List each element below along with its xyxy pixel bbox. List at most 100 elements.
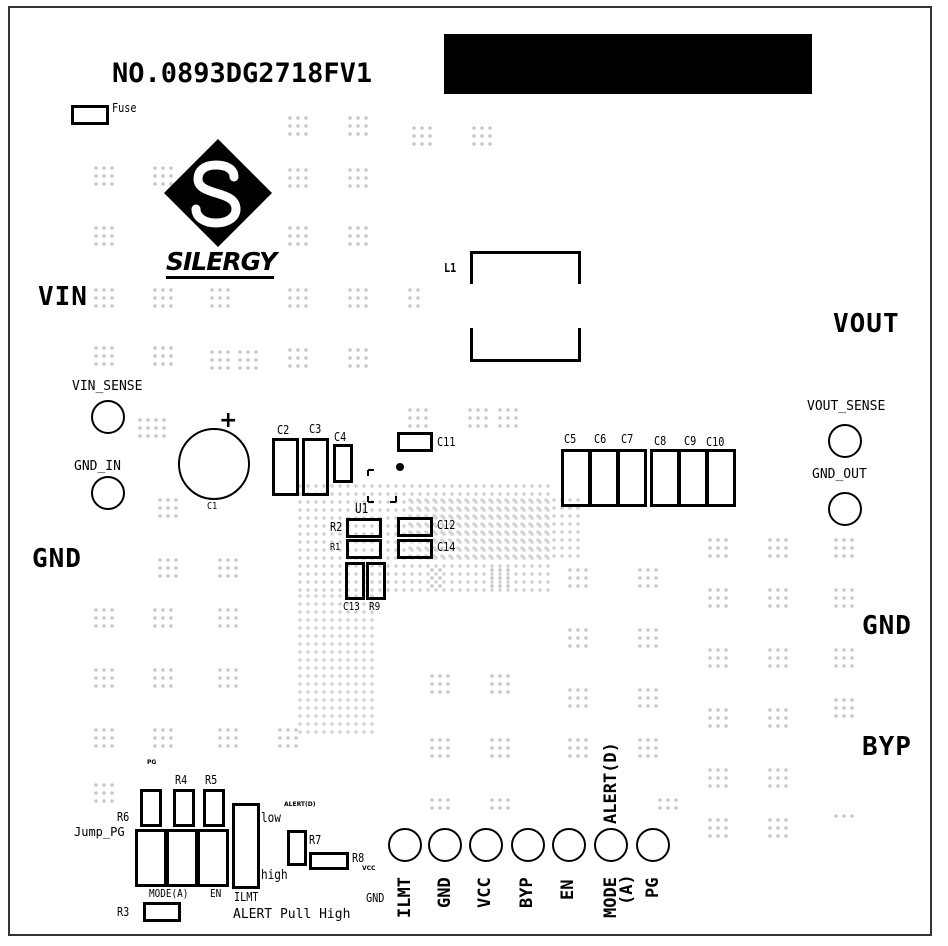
c8-label: C8 [654,434,667,448]
c6-label: C6 [594,432,607,446]
byp-connector-label: BYP [862,732,912,762]
ilmt-header[interactable] [232,803,260,889]
c3-footprint [302,438,329,496]
c13-footprint [345,562,365,600]
r4-footprint [173,789,195,827]
c11-label: C11 [437,435,456,449]
r2-label: R2 [330,520,343,534]
c14-label: C14 [437,540,456,554]
r5-footprint [203,789,225,827]
board-number: NO.0893DG2718FV1 [112,58,373,89]
c2-label: C2 [277,423,290,437]
r8-label: R8 [352,851,365,865]
pcb-board [8,6,932,936]
r1-label: R1 [330,542,341,553]
c4-label: C4 [334,430,347,444]
vcc-small-label: VCC [362,865,376,872]
c7-footprint [617,449,647,507]
vout-sense-label: VOUT_SENSE [807,399,886,414]
header-pin-mode[interactable] [594,828,628,862]
r3-label: R3 [117,905,130,919]
label-bar [444,34,812,94]
c11-footprint [397,432,433,452]
header-label-pg: PG [643,877,663,898]
c4-footprint [333,444,353,483]
r5-label: R5 [205,773,218,787]
mode-a-label: MODE(A) [149,887,189,900]
l1-outline-top [470,251,581,284]
c9-label: C9 [684,434,697,448]
alert-pull-high-label: ALERT Pull High [233,907,351,922]
r9-label: R9 [369,600,381,613]
c2-footprint [272,438,299,496]
gnd-jumper-label: GND [366,891,385,905]
r6-label: R6 [117,810,130,824]
header-label-byp: BYP [517,877,537,908]
header-label-vcc: VCC [475,877,495,908]
header-pin-pg[interactable] [636,828,670,862]
vin-sense-testpoint[interactable] [91,400,125,434]
header-pin-gnd[interactable] [428,828,462,862]
vout-connector-label: VOUT [833,309,900,339]
c3-label: C3 [309,422,322,436]
header-label-ilmt: ILMT [395,877,415,918]
l1-label: L1 [444,261,457,275]
r7-footprint [287,830,307,866]
gnd-out-testpoint[interactable] [828,492,862,526]
vin-connector-label: VIN [38,282,88,312]
gnd-out-label: GND_OUT [812,467,867,482]
u1-footprint [367,463,404,503]
c12-label: C12 [437,518,456,532]
r9-footprint [366,562,386,600]
c8-footprint [650,449,680,507]
en-header[interactable] [197,829,229,887]
jump-pg-label: Jump_PG [74,825,125,839]
gnd-in-label: GND_IN [74,459,121,474]
r3-footprint [143,902,181,922]
c10-footprint [706,449,736,507]
pg-small-label: PG [147,759,157,766]
r4-label: R4 [175,773,188,787]
c13-label: C13 [343,600,360,613]
fuse-label: Fuse [112,101,137,115]
l1-outline-bottom [470,328,581,362]
header-pin-en[interactable] [552,828,586,862]
c10-label: C10 [706,435,725,449]
header-pin-ilmt[interactable] [388,828,422,862]
jump-pg-header[interactable] [135,829,167,887]
c1-polarity-plus: + [219,408,238,433]
gnd-left-connector-label: GND [32,544,82,574]
r7-label: R7 [309,833,322,847]
r8-footprint [309,852,349,870]
header-label-en: EN [558,879,578,900]
u1-label: U1 [355,502,369,517]
fuse-footprint [71,105,109,125]
mode-a-header[interactable] [166,829,198,887]
c9-footprint [678,449,708,507]
r6-footprint [140,789,162,827]
c7-label: C7 [621,432,634,446]
gnd-right-connector-label: GND [862,611,912,641]
logo-underline [166,276,274,279]
en-label: EN [210,887,222,900]
c5-label: C5 [564,432,577,446]
gnd-in-testpoint[interactable] [91,476,125,510]
c12-footprint [397,517,433,537]
header-pin-byp[interactable] [511,828,545,862]
c6-footprint [589,449,619,507]
vout-sense-testpoint[interactable] [828,424,862,458]
silergy-logo-icon [164,139,272,247]
header-label-mode-a: (A) [617,874,637,905]
ilmt-label: ILMT [234,890,259,904]
c5-footprint [561,449,591,507]
silergy-logo-text: SILERGY [166,247,277,276]
high-label: high [261,868,288,883]
vin-sense-label: VIN_SENSE [72,379,143,394]
low-label: low [261,811,281,826]
r2-footprint [346,518,382,538]
header-label-gnd: GND [435,877,455,908]
header-pin-vcc[interactable] [469,828,503,862]
alert-d-small-label: ALERT(D) [284,801,316,808]
r1-footprint [346,539,382,559]
